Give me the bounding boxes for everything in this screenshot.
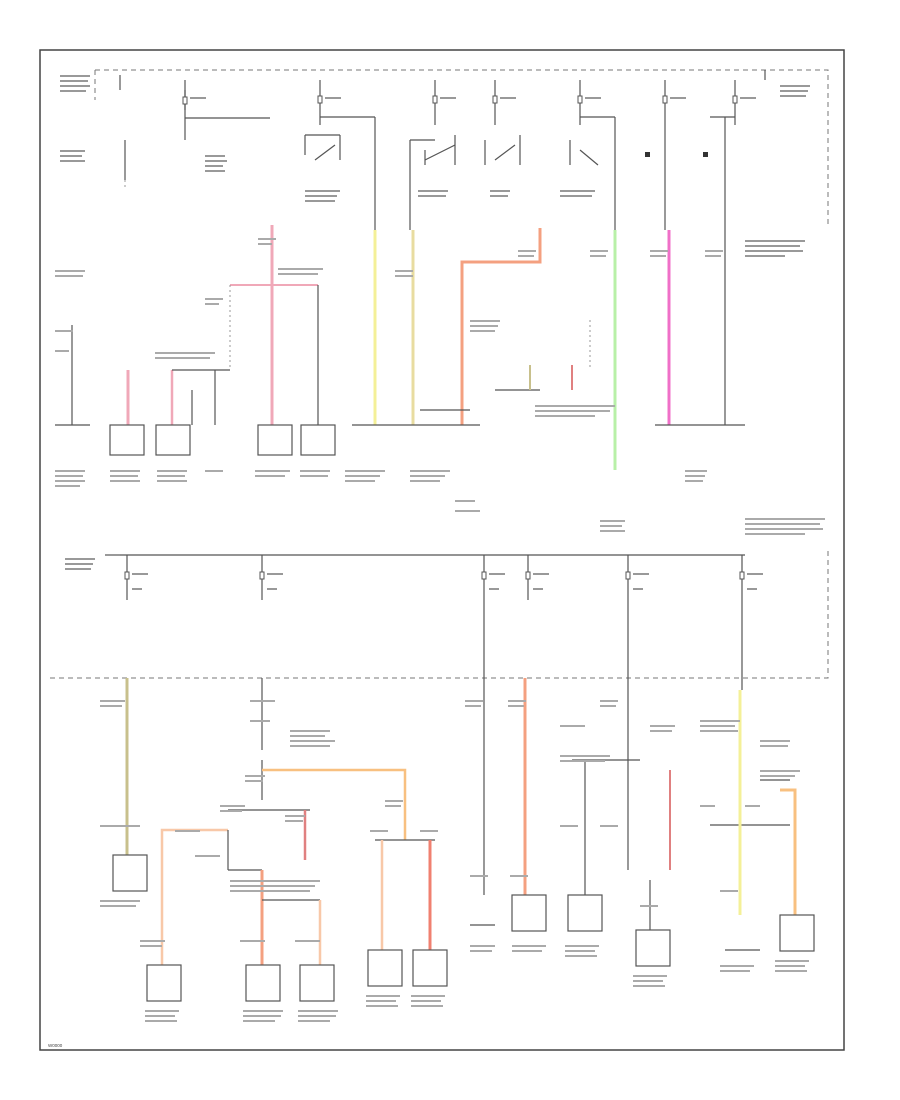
relay-fuel — [484, 80, 521, 165]
relay-transmission — [304, 80, 376, 230]
lower-components — [112, 854, 815, 1002]
upper-fuse-1 — [182, 90, 188, 110]
wire-orange-lower — [780, 788, 797, 915]
diagram-frame — [39, 49, 845, 1051]
wire-peach-left — [160, 828, 228, 965]
upper-fuse-box-outline — [95, 69, 829, 225]
lower-label-marks — [100, 700, 809, 1022]
relay-accessory — [569, 80, 616, 230]
wire-orange-right — [262, 768, 407, 840]
lower-fuse-box-outline — [50, 550, 829, 679]
upper-label-marks — [60, 75, 810, 257]
page-code: W0000 — [48, 1043, 63, 1048]
wire-salmon — [460, 228, 542, 425]
upper-wire-label-marks — [55, 238, 825, 535]
upper-fuse-right-1 — [645, 80, 708, 230]
lower-fuses — [124, 555, 745, 690]
upper-fuse-right-2 — [710, 70, 766, 230]
lower-fuse-label-marks — [65, 558, 763, 590]
upper-connectors — [55, 424, 745, 456]
relay-autoshift — [409, 80, 456, 230]
